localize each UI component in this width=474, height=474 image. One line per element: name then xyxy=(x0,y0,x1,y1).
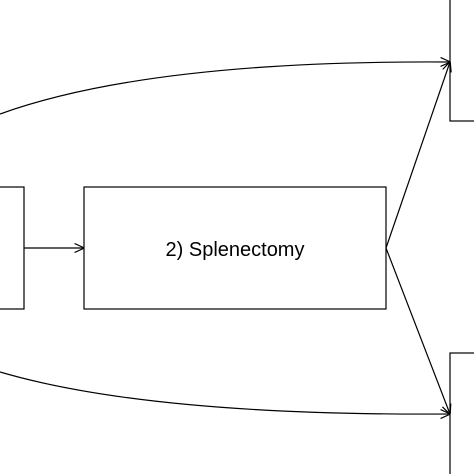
right-top-box xyxy=(449,0,474,122)
arrow-center-to-right-top xyxy=(385,62,450,249)
right-bottom-box xyxy=(449,352,474,474)
center-box-label: 2) Splenectomy xyxy=(166,239,305,261)
arrow-center-to-right-bottom xyxy=(385,247,450,414)
arrow-curve-to-right-top xyxy=(0,62,450,115)
arrow-curve-to-right-bottom xyxy=(0,371,450,414)
center-box: 2) Splenectomy xyxy=(83,186,387,310)
left-box xyxy=(0,186,25,310)
